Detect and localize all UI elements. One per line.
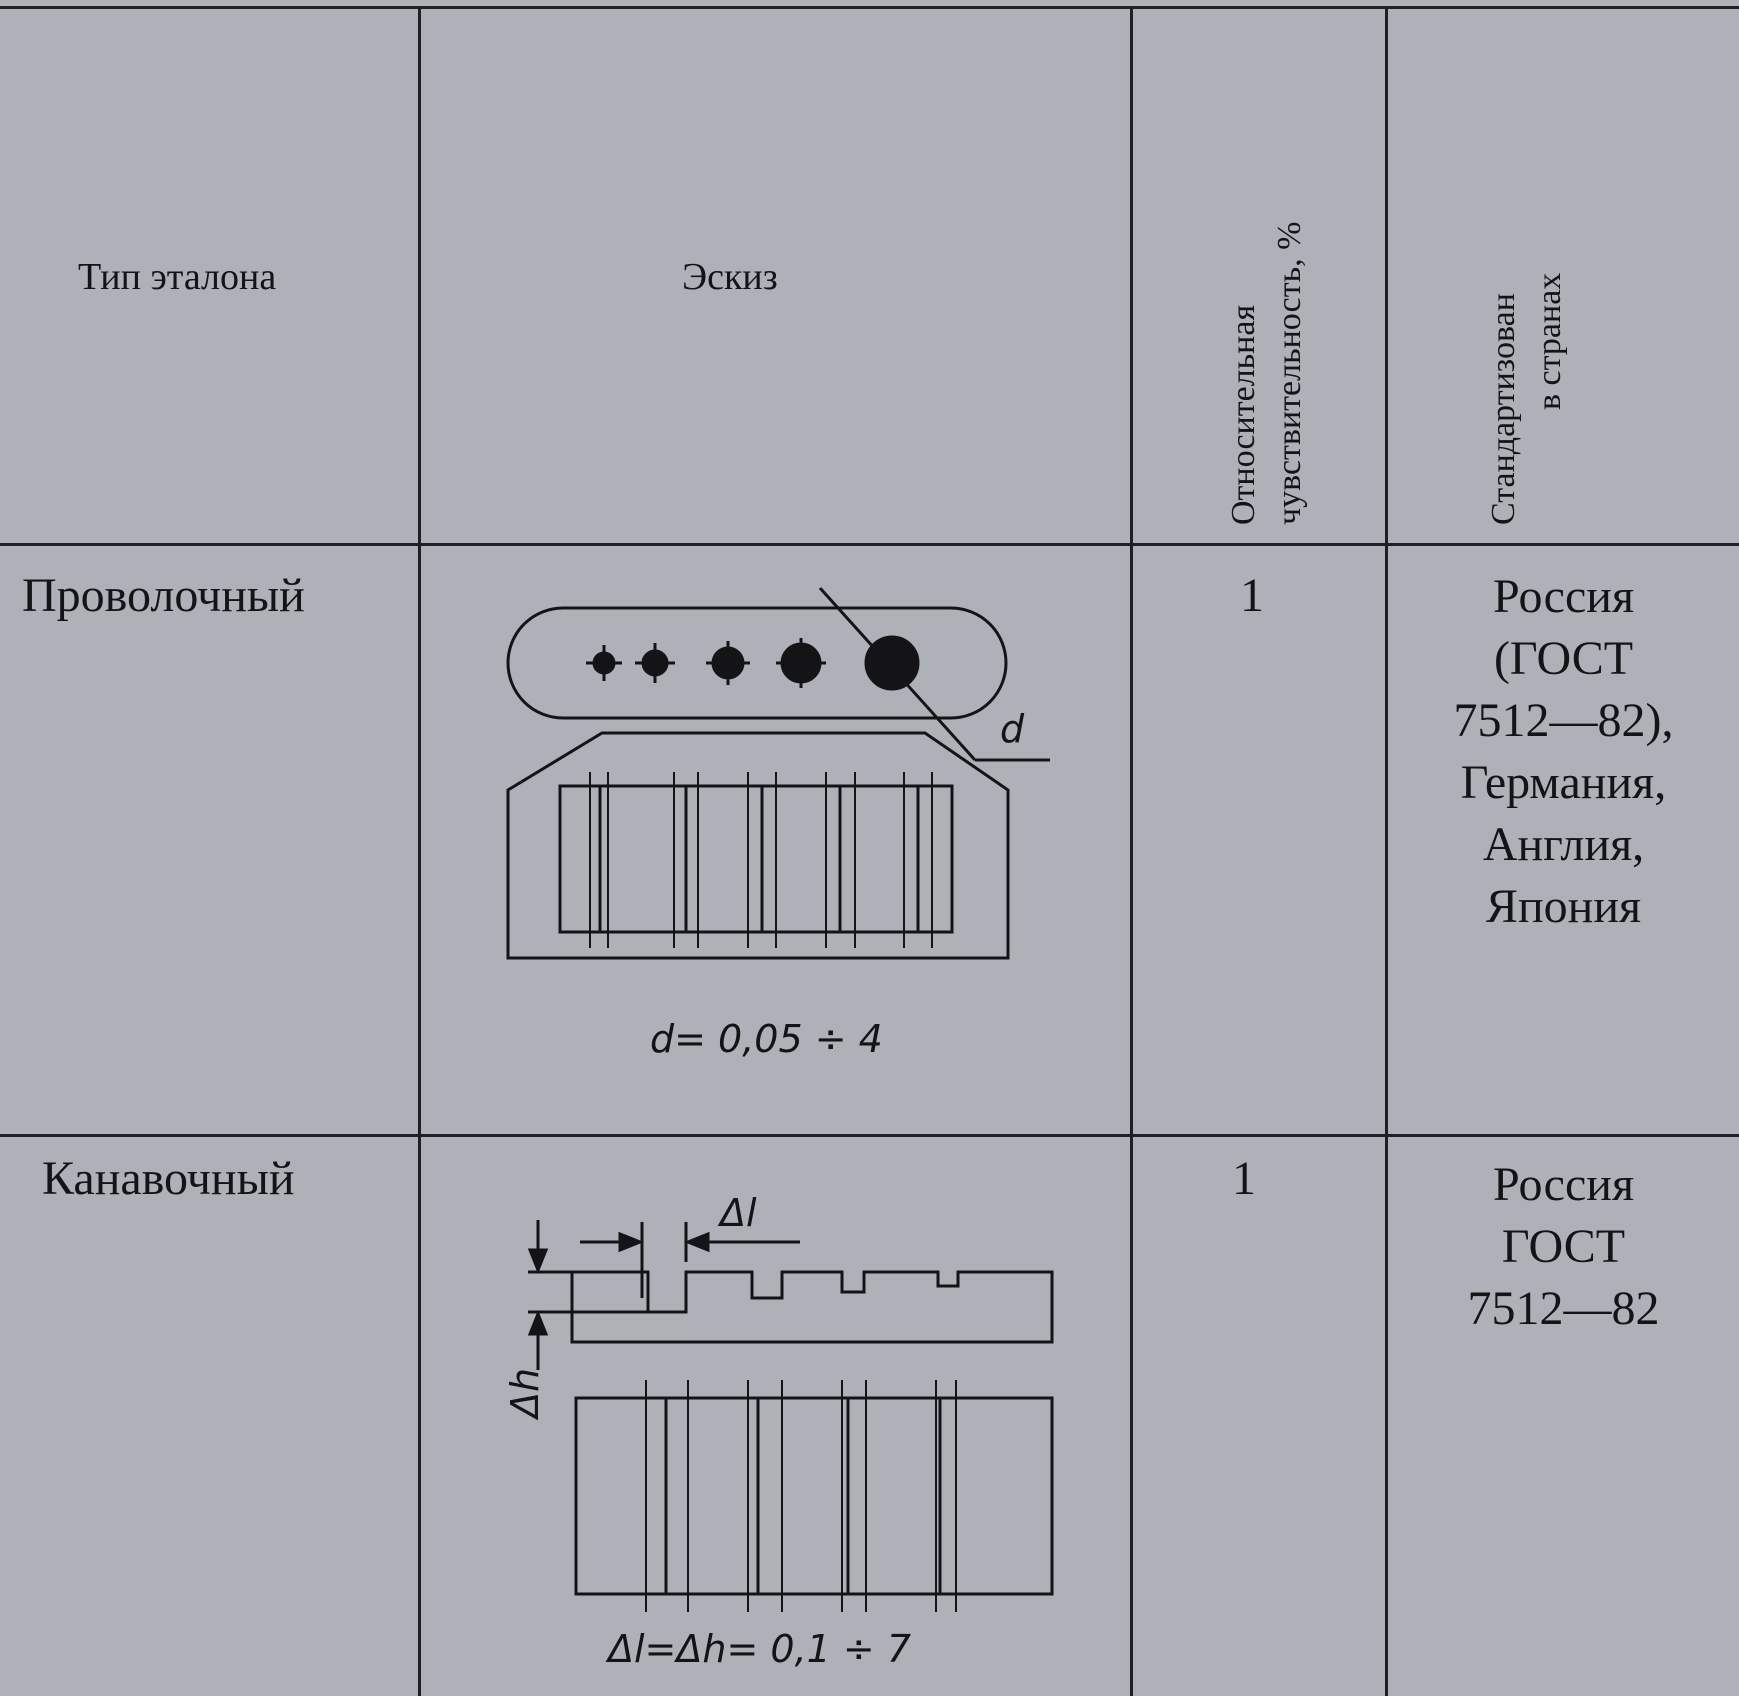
row2-countries: Россия ГОСТ 7512—82 [1388, 1154, 1739, 1340]
header-bottom-border [0, 543, 1739, 546]
country-line: Англия, [1482, 818, 1645, 871]
country-line: Россия [1492, 1158, 1635, 1211]
country-line: Япония [1485, 880, 1642, 933]
row2-sensitivity: 1 [1232, 1152, 1256, 1205]
wire-dot [592, 651, 616, 675]
groove-formula: Δl=Δh= 0,1 ÷ 7 [605, 1627, 911, 1671]
header-sensitivity-line1: Относительная [1225, 304, 1262, 525]
groove-profile [570, 1270, 1054, 1344]
wire-dot [711, 646, 745, 680]
wire-dot [864, 635, 920, 691]
column-divider-3 [1385, 6, 1388, 1696]
wire-plate-outline [506, 606, 1008, 720]
country-line: ГОСТ [1501, 1220, 1626, 1273]
country-line: 7512—82), [1453, 694, 1674, 747]
column-divider-1 [418, 6, 421, 1696]
wire-dot [641, 649, 669, 677]
header-sketch: Эскиз [682, 256, 778, 298]
header-type: Тип эталона [78, 256, 277, 298]
row2-type: Канавочный [42, 1152, 295, 1205]
wire-dot [780, 642, 822, 684]
dimension-leader [818, 586, 977, 762]
country-line: 7512—82 [1467, 1282, 1660, 1335]
groove-plate-top-view [574, 1396, 1054, 1596]
country-line: Россия [1492, 570, 1635, 623]
row1-countries: Россия (ГОСТ 7512—82), Германия, Англия,… [1388, 566, 1739, 938]
dimension-label-dl: Δl [717, 1191, 757, 1235]
row-divider [0, 1134, 1739, 1137]
row1-type: Проволочный [22, 569, 305, 622]
dimension-label-d: d [1000, 707, 1025, 751]
country-line: (ГОСТ [1493, 632, 1634, 685]
row1-sensitivity: 1 [1240, 569, 1264, 622]
wire-plate-profile [506, 731, 1010, 960]
header-standard-line2: в странах [1531, 272, 1568, 410]
table-top-border [0, 6, 1739, 9]
column-divider-2 [1130, 6, 1133, 1696]
wire-formula: d= 0,05 ÷ 4 [650, 1017, 883, 1061]
dimension-label-dh: Δh [503, 1368, 547, 1421]
header-sensitivity-line2: чувствительность, % [1271, 221, 1308, 525]
header-standard-line1: Стандартизован [1485, 293, 1522, 525]
country-line: Германия, [1460, 756, 1667, 809]
